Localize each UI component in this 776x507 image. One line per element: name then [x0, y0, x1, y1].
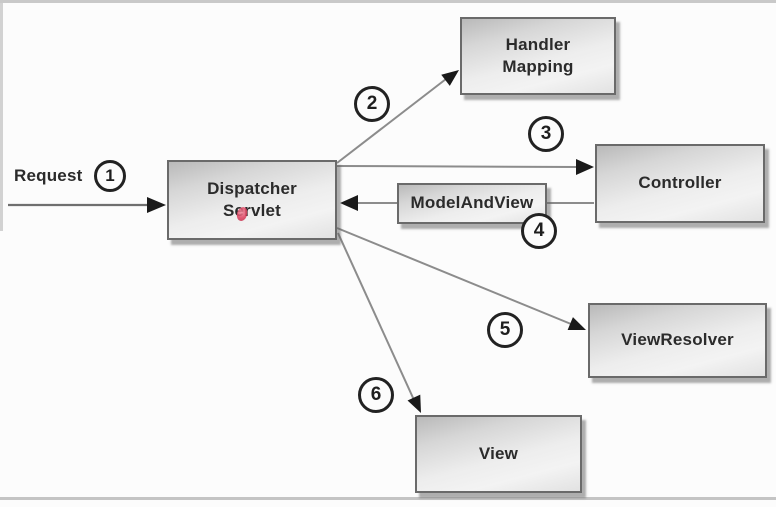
node-controller: Controller	[595, 144, 765, 223]
node-view-resolver: ViewResolver	[588, 303, 767, 378]
node-dispatcher-servlet: Dispatcher Servlet	[167, 160, 337, 240]
step-badge-4: 4	[521, 213, 557, 249]
step-badge-6: 6	[358, 377, 394, 413]
node-handler-mapping: Handler Mapping	[460, 17, 616, 95]
arrowhead-step-6	[407, 394, 421, 413]
arrowhead-step-3	[576, 159, 594, 175]
arrow-step-3-dispatcher-to-controller	[336, 159, 594, 175]
step-badge-5: 5	[487, 312, 523, 348]
node-handler-mapping-label: Handler Mapping	[502, 34, 574, 76]
node-model-and-view: ModelAndView	[397, 183, 547, 224]
step-badge-3: 3	[528, 116, 564, 152]
node-view-resolver-label: ViewResolver	[621, 330, 734, 350]
request-label: Request	[14, 166, 83, 185]
arrowhead-step-5	[567, 317, 586, 331]
arrowhead-step-1	[147, 197, 166, 213]
arrowhead-step-4	[340, 195, 358, 211]
frame-top-line	[0, 0, 776, 3]
arrow-step-5-dispatcher-to-viewresolver	[336, 227, 586, 331]
arrow-step-2-dispatcher-to-handler-mapping	[336, 70, 459, 164]
node-dispatcher-servlet-label: Dispatcher Servlet	[207, 178, 297, 220]
step-badge-2: 2	[354, 86, 390, 122]
node-model-and-view-label: ModelAndView	[410, 193, 534, 213]
node-view: View	[415, 415, 582, 493]
node-view-label: View	[478, 443, 519, 463]
step-badge-1: 1	[94, 160, 126, 192]
arrow-step-1-request-to-dispatcher	[8, 197, 166, 213]
node-controller-label: Controller	[638, 173, 722, 193]
arrow-step-6-dispatcher-to-view	[337, 232, 421, 413]
frame-bottom-line	[0, 497, 776, 500]
arrowhead-step-2	[441, 70, 459, 86]
frame-left-line	[0, 3, 3, 231]
